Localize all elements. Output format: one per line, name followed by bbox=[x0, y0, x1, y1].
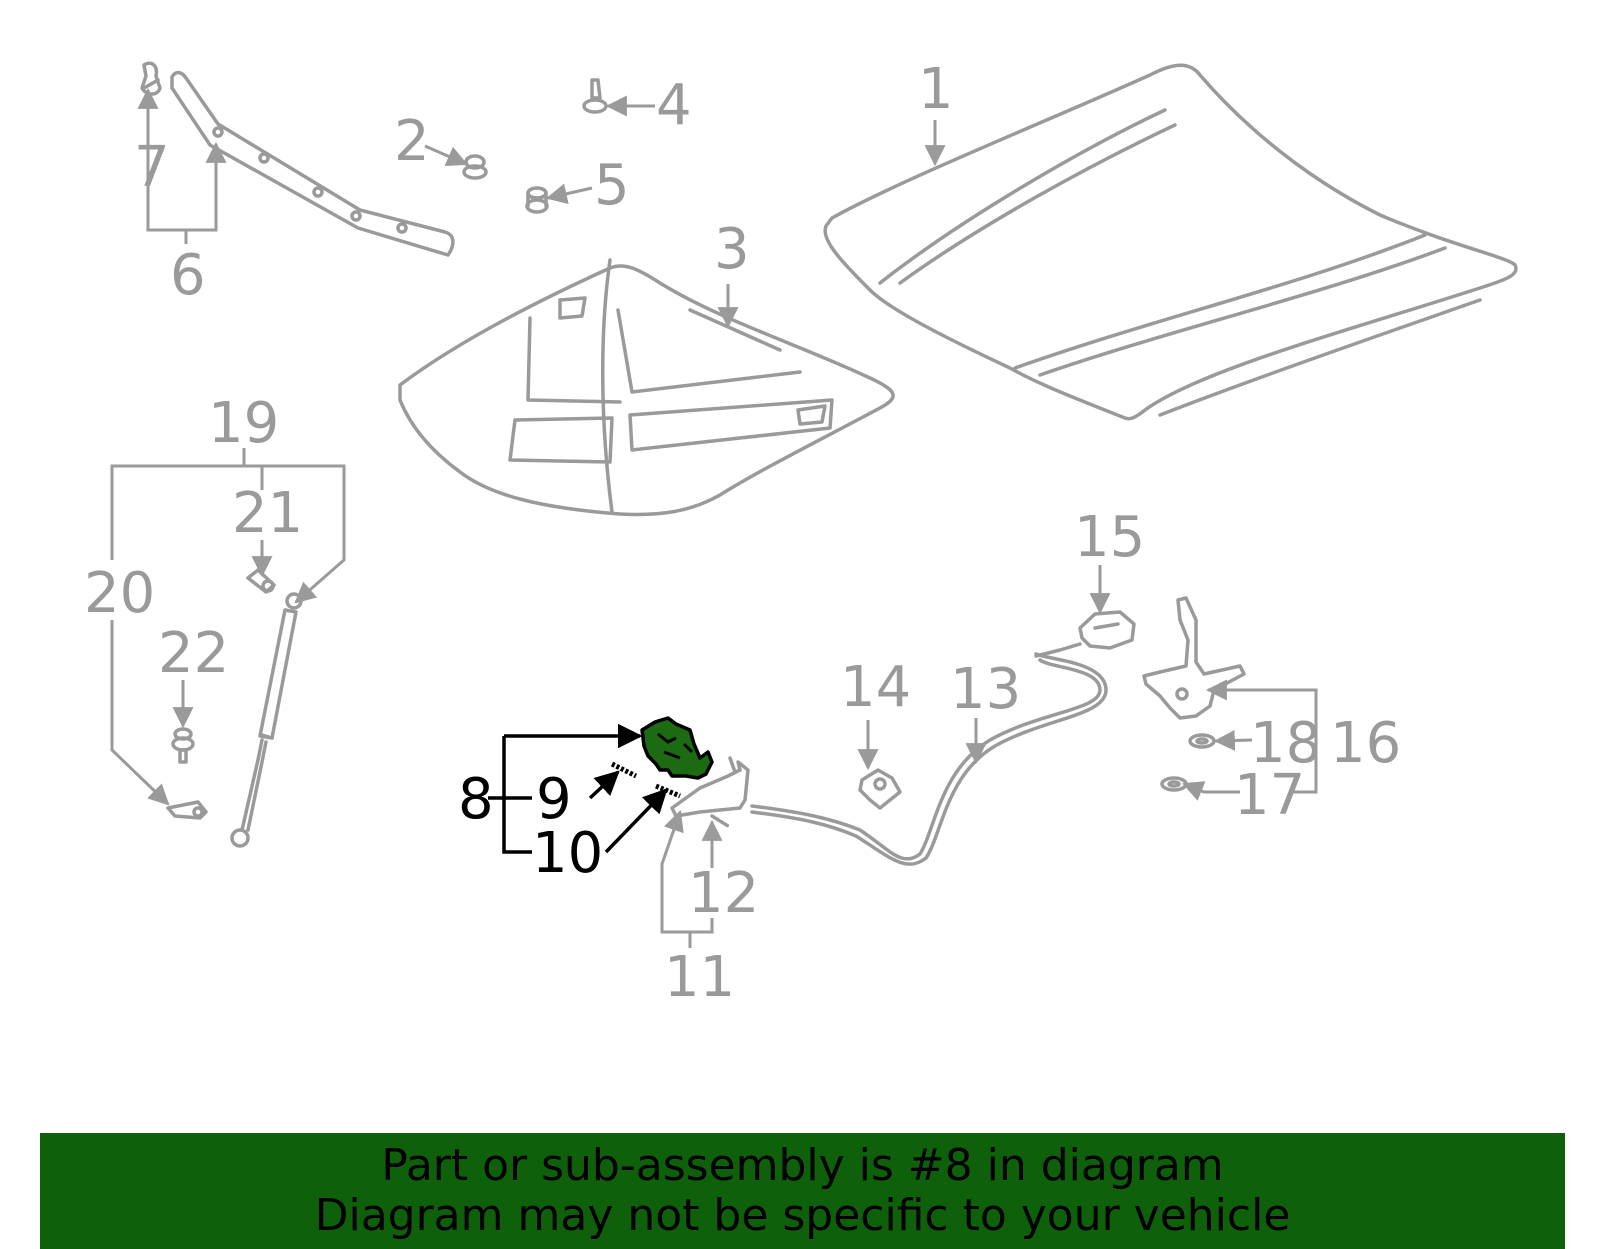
hinge-bolt bbox=[1160, 776, 1188, 792]
callout-10: 10 bbox=[532, 821, 603, 886]
hood-seal-bar bbox=[170, 70, 455, 257]
hood-lock-assembly-highlighted bbox=[640, 716, 714, 780]
callout-9: 9 bbox=[536, 767, 572, 832]
callout-17: 17 bbox=[1234, 763, 1305, 828]
callout-19: 19 bbox=[208, 391, 279, 456]
release-handle bbox=[1078, 610, 1136, 650]
callout-22: 22 bbox=[158, 621, 229, 686]
strut-bolt bbox=[171, 727, 195, 764]
hinge-washer bbox=[1188, 733, 1216, 749]
hood-insulator bbox=[398, 258, 895, 517]
leader-lines bbox=[110, 87, 1318, 948]
callout-14: 14 bbox=[840, 655, 911, 720]
callout-5: 5 bbox=[594, 153, 630, 218]
callout-8: 8 bbox=[458, 767, 494, 832]
callout-20: 20 bbox=[84, 561, 155, 626]
callout-11: 11 bbox=[664, 945, 735, 1010]
callout-4: 4 bbox=[656, 73, 692, 138]
hood-components-diagram: 1 2 3 4 5 6 7 8 9 10 11 12 13 14 15 16 1… bbox=[84, 57, 1518, 1010]
hood-lift-strut bbox=[230, 592, 303, 848]
callout-13: 13 bbox=[950, 657, 1021, 722]
lock-screw bbox=[655, 783, 681, 799]
callout-16: 16 bbox=[1330, 711, 1401, 776]
callout-18: 18 bbox=[1250, 711, 1321, 776]
banner-disclaimer: Diagram may not be specific to your vehi… bbox=[314, 1190, 1291, 1241]
info-banner: Part or sub-assembly is #8 in diagram Di… bbox=[40, 1133, 1565, 1249]
callout-1: 1 bbox=[918, 57, 954, 122]
insulator-clip bbox=[582, 78, 608, 114]
leader-lines-highlighted bbox=[488, 723, 668, 854]
lock-bolt bbox=[710, 814, 730, 828]
hood-panel bbox=[823, 63, 1518, 421]
callout-12: 12 bbox=[688, 861, 759, 926]
callout-7: 7 bbox=[134, 135, 170, 200]
callout-3: 3 bbox=[714, 217, 750, 282]
callout-6: 6 bbox=[170, 243, 206, 308]
callout-2: 2 bbox=[394, 109, 430, 174]
callout-15: 15 bbox=[1074, 505, 1145, 570]
banner-part-note: Part or sub-assembly is #8 in diagram bbox=[381, 1140, 1224, 1191]
lock-spring bbox=[610, 761, 638, 779]
callout-labels: 1 2 3 4 5 6 7 8 9 10 11 12 13 14 15 16 1… bbox=[84, 57, 1401, 1010]
hood-bumper bbox=[462, 154, 488, 180]
hood-hinge bbox=[1142, 596, 1246, 720]
strut-bracket-lower bbox=[166, 800, 208, 820]
cable-clip bbox=[858, 768, 902, 810]
callout-21: 21 bbox=[232, 481, 303, 546]
seal-clip bbox=[140, 61, 162, 96]
grommet bbox=[525, 186, 549, 214]
lock-base-plate bbox=[670, 756, 750, 818]
release-cable bbox=[750, 642, 1108, 866]
